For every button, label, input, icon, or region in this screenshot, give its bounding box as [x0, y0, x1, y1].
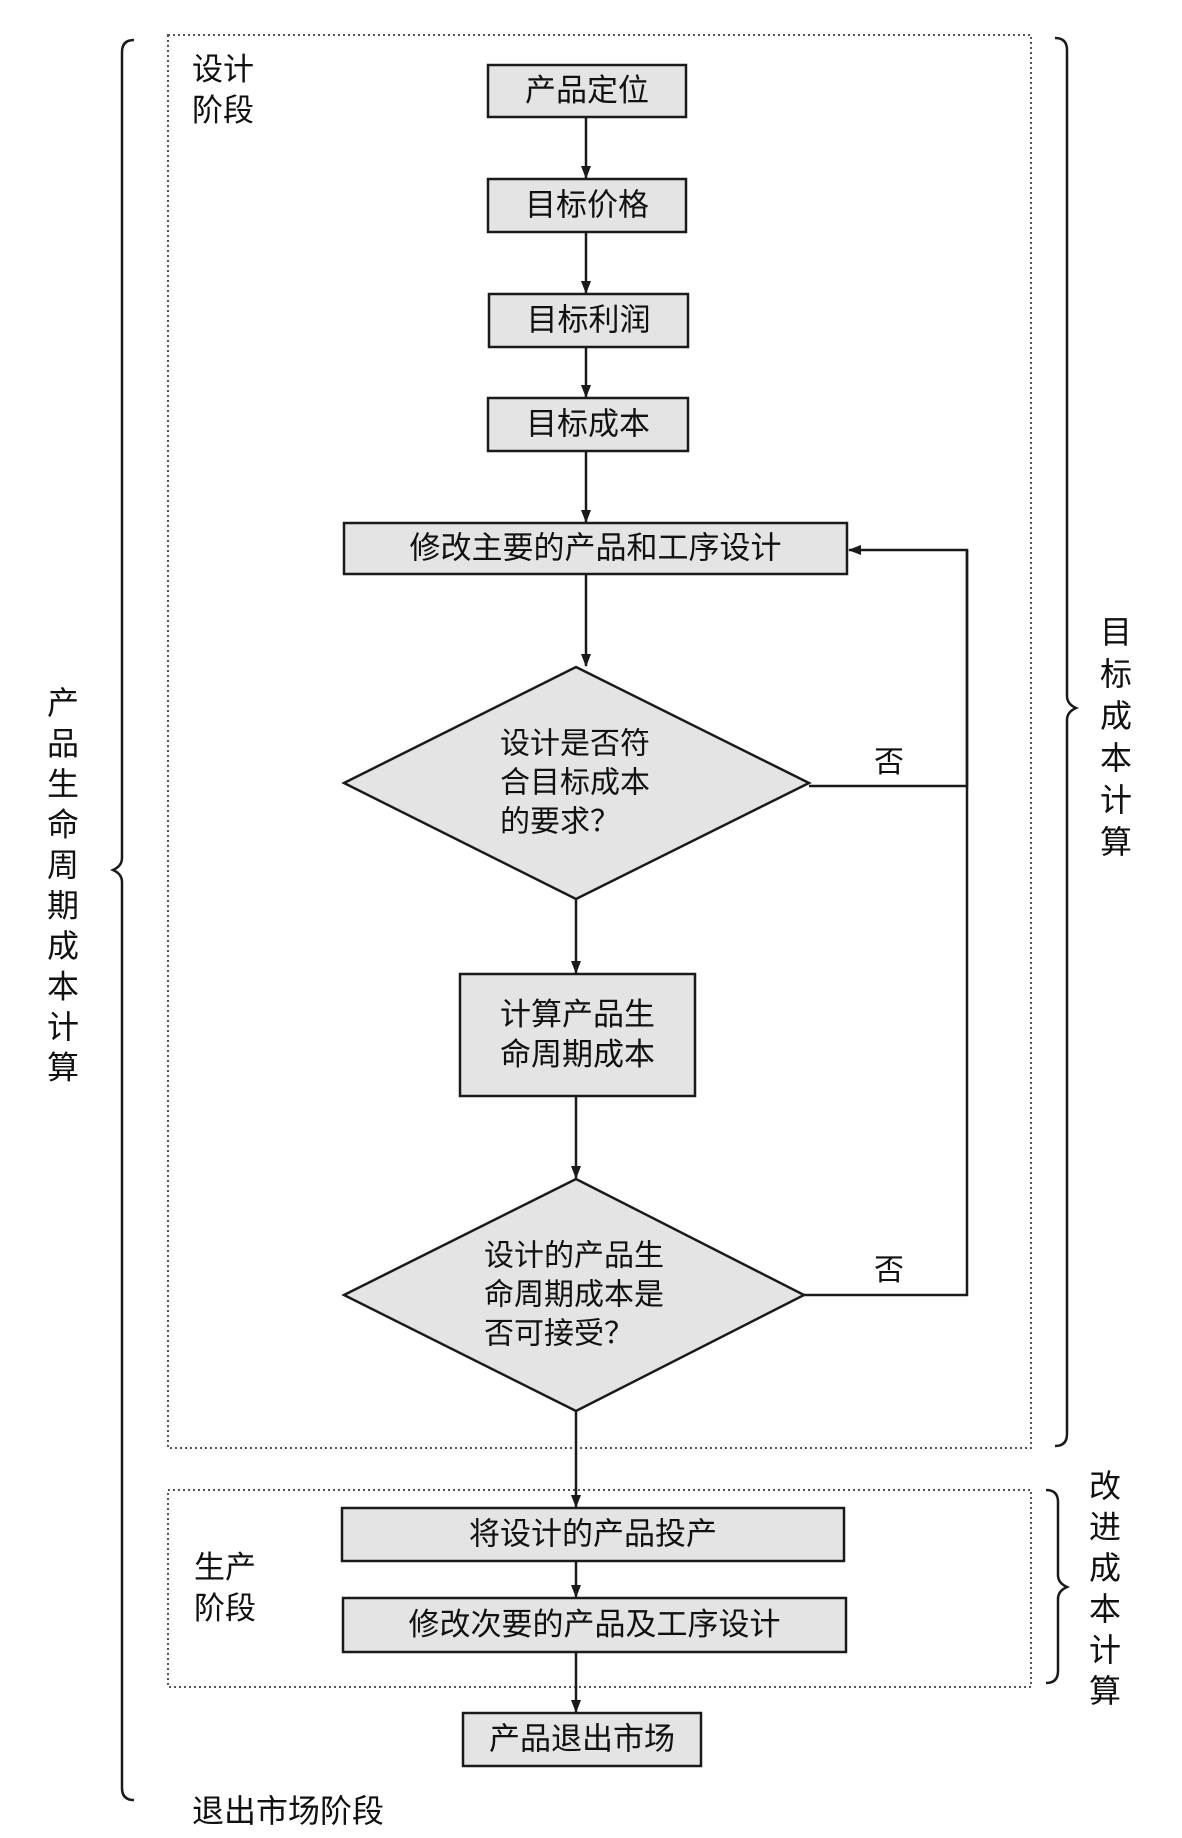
node-label-line: 目标利润: [527, 303, 651, 339]
process-box: [461, 1711, 703, 1768]
process-box: [486, 177, 688, 234]
process-box: [487, 292, 690, 349]
side-label-char: 计: [1089, 1631, 1121, 1669]
side-label-char: 期: [47, 887, 79, 925]
node-label-line: 目标成本: [526, 407, 650, 443]
node-label-line: 否可接受？: [484, 1317, 634, 1352]
production-stage-label-line2: 阶段: [194, 1591, 256, 1627]
process-box: [486, 396, 690, 453]
process-box: [341, 1596, 848, 1654]
side-label-char: 算: [47, 1049, 79, 1087]
node-label-line: 命周期成本: [500, 1037, 655, 1073]
node-label-line: 计算产品生: [500, 997, 655, 1033]
side-label-char: 算: [1089, 1672, 1121, 1710]
node-label-line: 的要求？: [500, 805, 620, 840]
side-label-char: 标: [1100, 655, 1132, 693]
side-label-char: 生: [47, 765, 79, 803]
node-label-line: 设计是否符: [500, 727, 650, 762]
side-label-char: 成: [1089, 1549, 1121, 1587]
node-label-line: 将设计的产品投产: [469, 1517, 717, 1553]
side-label-char: 周: [47, 846, 79, 884]
design-stage-label-line1: 设计: [192, 52, 254, 88]
node-target-cost: 目标成本: [486, 396, 690, 453]
decision-diamond: [341, 1177, 807, 1413]
side-label-char: 命: [47, 806, 79, 844]
node-label-line: 产品退出市场: [489, 1722, 675, 1758]
side-label-char: 品: [47, 725, 79, 763]
node-target-profit: 目标利润: [487, 292, 690, 349]
no-label-decision2: 否: [874, 1253, 904, 1288]
kaizen-cost-brace: [1045, 1488, 1071, 1685]
node-modify-minor-design: 修改次要的产品及工序设计: [341, 1596, 848, 1654]
exit-stage-label: 退出市场阶段: [192, 1792, 384, 1830]
side-label-char: 目: [1100, 613, 1132, 651]
node-target-price: 目标价格: [486, 177, 688, 234]
node-label-line: 产品定位: [525, 73, 649, 109]
edge-decision2-no-feedback: [804, 545, 969, 1297]
node-label-line: 合目标成本: [500, 766, 650, 801]
no-label-decision1: 否: [874, 745, 904, 780]
production-stage-label-line1: 生产: [194, 1550, 256, 1586]
process-box: [340, 1506, 846, 1563]
process-box: [458, 972, 697, 1098]
node-modify-major-design: 修改主要的产品和工序设计: [342, 521, 849, 576]
side-label-char: 计: [1100, 781, 1132, 819]
side-label-char: 成: [47, 927, 79, 965]
node-product-positioning: 产品定位: [486, 63, 688, 119]
node-label-line: 目标价格: [525, 188, 649, 224]
side-label-char: 进: [1089, 1508, 1121, 1546]
side-label-char: 改: [1089, 1467, 1121, 1505]
side-label-char: 成: [1100, 697, 1132, 735]
node-label-line: 修改主要的产品和工序设计: [410, 531, 782, 567]
side-label-char: 本: [47, 968, 79, 1006]
side-label-char: 计: [47, 1008, 79, 1046]
node-label-line: 修改次要的产品及工序设计: [409, 1607, 781, 1643]
node-label-line: 命周期成本是: [484, 1278, 664, 1313]
side-label-char: 本: [1100, 739, 1132, 777]
target-cost-brace: [1054, 36, 1080, 1448]
design-stage-label-line2: 阶段: [192, 93, 254, 129]
production-stage-container: [167, 1489, 1032, 1688]
side-label-char: 算: [1100, 823, 1132, 861]
node-product-exit-market: 产品退出市场: [461, 1711, 703, 1768]
design-stage-container: [167, 34, 1032, 1449]
process-box: [486, 63, 688, 119]
node-put-into-production: 将设计的产品投产: [340, 1506, 846, 1563]
lifecycle-cost-brace: [109, 38, 135, 1802]
process-box: [342, 521, 849, 576]
side-label-char: 本: [1089, 1590, 1121, 1628]
node-label-line: 设计的产品生: [484, 1239, 664, 1274]
side-label-char: 产: [47, 684, 79, 722]
decision-diamond: [341, 665, 812, 901]
